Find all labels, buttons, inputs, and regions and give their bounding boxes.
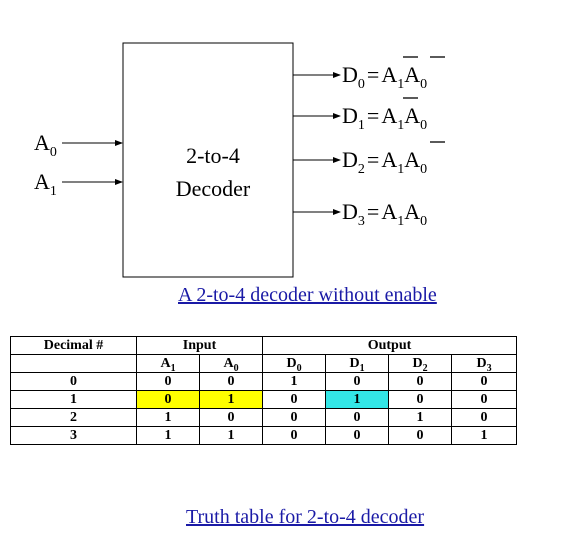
header-decimal: Decimal #: [10, 336, 137, 355]
table-row: 1 0 1 0 1 0 0: [10, 390, 518, 409]
cell-d1-highlighted: 1: [325, 390, 389, 409]
col-header-d3: D3: [450, 354, 518, 373]
input-a1: A1: [34, 169, 123, 199]
svg-text:D2=A1A0: D2=A1A0: [342, 147, 427, 177]
input-a1-letter: A: [34, 169, 50, 194]
output-d2: D2=A1A0: [293, 141, 445, 177]
input-a0: A0: [34, 130, 123, 160]
cell-a1: 1: [136, 408, 200, 427]
truth-table: Decimal # Input Output A1 A0 D0 D1 D2 D3…: [10, 336, 518, 445]
cell-d3: 0: [450, 408, 518, 427]
table-group-header-row: Decimal # Input Output: [10, 336, 518, 355]
input-a0-sub: 0: [50, 145, 57, 160]
cell-d3: 1: [450, 426, 518, 445]
svg-text:A1: A1: [34, 169, 57, 199]
table-row: 0 0 0 1 0 0 0: [10, 372, 518, 391]
cell-decimal: 2: [10, 408, 137, 427]
table-column-header-row: A1 A0 D0 D1 D2 D3: [10, 354, 518, 373]
input-a1-sub: 1: [50, 184, 57, 199]
cell-d0: 0: [262, 426, 326, 445]
output-d3: D3=A1A0: [293, 199, 427, 229]
col-header-d2: D2: [388, 354, 452, 373]
header-output: Output: [261, 336, 518, 355]
table-caption[interactable]: Truth table for 2-to-4 decoder: [186, 506, 425, 528]
cell-decimal: 1: [10, 390, 137, 409]
cell-d1: 0: [325, 426, 389, 445]
cell-d2: 0: [388, 426, 452, 445]
cell-d0: 0: [262, 390, 326, 409]
cell-decimal: 3: [10, 426, 137, 445]
output-d1: D1=A1A0: [293, 97, 427, 133]
svg-text:D1=A1A0: D1=A1A0: [342, 103, 427, 133]
diagram-caption[interactable]: A 2-to-4 decoder without enable: [178, 284, 437, 306]
decoder-label-line1: 2-to-4: [186, 143, 240, 168]
cell-d2: 1: [388, 408, 452, 427]
decoder-label-line2: Decoder: [176, 176, 251, 201]
cell-a1: 0: [136, 372, 200, 391]
cell-d1: 0: [325, 408, 389, 427]
header-input: Input: [136, 336, 263, 355]
table-row: 3 1 1 0 0 0 1: [10, 426, 518, 445]
header-blank: [10, 354, 137, 373]
col-header-a1: A1: [136, 354, 200, 373]
col-header-d0: D0: [262, 354, 326, 373]
output-d0: D0=A1A0: [293, 56, 445, 92]
cell-a1-highlighted: 0: [136, 390, 200, 409]
table-row: 2 1 0 0 0 1 0: [10, 408, 518, 427]
decoder-diagram: 2-to-4 Decoder A0 A1 D0=A1A0 D1=A1A0 D2=…: [34, 42, 445, 278]
cell-d3: 0: [450, 372, 518, 391]
col-header-a0: A0: [199, 354, 263, 373]
col-header-d1: D1: [325, 354, 389, 373]
cell-d3: 0: [450, 390, 518, 409]
cell-d0: 0: [262, 408, 326, 427]
input-a0-letter: A: [34, 130, 50, 155]
cell-d2: 0: [388, 390, 452, 409]
cell-decimal: 0: [10, 372, 137, 391]
cell-d1: 0: [325, 372, 389, 391]
svg-text:D0=A1A0: D0=A1A0: [342, 62, 427, 92]
cell-a1: 1: [136, 426, 200, 445]
svg-text:A0: A0: [34, 130, 57, 160]
cell-a0: 0: [199, 408, 263, 427]
cell-a0-highlighted: 1: [199, 390, 263, 409]
svg-text:D3=A1A0: D3=A1A0: [342, 199, 427, 229]
cell-a0: 1: [199, 426, 263, 445]
cell-d0: 1: [262, 372, 326, 391]
cell-d2: 0: [388, 372, 452, 391]
cell-a0: 0: [199, 372, 263, 391]
